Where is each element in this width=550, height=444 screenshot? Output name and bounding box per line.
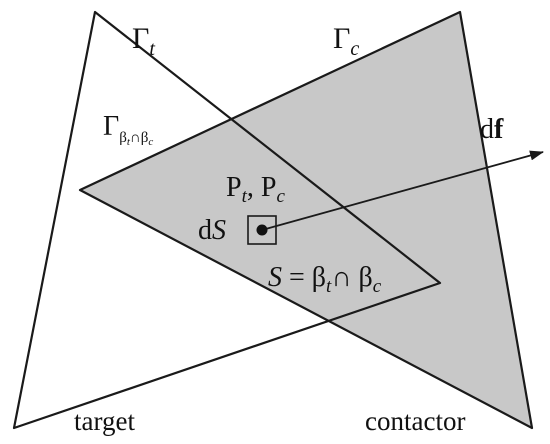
gamma-t-sub: t: [149, 38, 155, 60]
p-t-main: P: [226, 172, 242, 203]
ds-label: dS: [198, 215, 226, 246]
surface-c: c: [373, 276, 382, 297]
gamma-c-main: Γ: [333, 22, 350, 55]
force-d: d: [480, 114, 494, 145]
surface-eq: = β: [282, 262, 326, 293]
target-label: target: [74, 406, 135, 436]
target-triangle: [12, 10, 442, 430]
gamma-t-main: Γ: [132, 22, 149, 55]
surface-s: S: [268, 262, 282, 293]
surface-t: t: [326, 276, 332, 297]
points-label: Pt, Pc: [226, 172, 285, 207]
p-c-main: P: [261, 172, 277, 203]
gamma-intersection-sub-b1: β: [119, 130, 127, 146]
gamma-intersection-label: Γβt∩βc: [103, 111, 153, 148]
gamma-intersection-sub-cap: ∩: [130, 130, 141, 146]
force-f: f: [494, 114, 504, 145]
gamma-intersection-main: Γ: [103, 111, 119, 142]
ds-s: S: [212, 215, 226, 246]
gamma-c-label: Γc: [333, 22, 359, 60]
surface-cap: ∩ β: [331, 262, 372, 293]
points-sep: ,: [247, 172, 261, 203]
gamma-intersection-sub-t: t: [127, 136, 131, 148]
gamma-intersection-sub-b2: β: [141, 130, 149, 146]
p-c-sub: c: [276, 186, 285, 207]
contactor-label: contactor: [365, 406, 465, 436]
ds-d: d: [198, 215, 212, 246]
contactor-triangle: [78, 10, 534, 430]
gamma-c-sub: c: [350, 38, 359, 60]
surface-label: S = βt∩ βc: [268, 262, 382, 297]
contact-point-dot: [256, 224, 268, 236]
force-arrow: [261, 150, 544, 231]
force-label: df: [480, 114, 504, 145]
p-t-sub: t: [242, 186, 248, 207]
gamma-intersection-sub-c: c: [148, 136, 153, 148]
ds-square: [247, 215, 277, 245]
gamma-t-label: Γt: [132, 22, 155, 60]
